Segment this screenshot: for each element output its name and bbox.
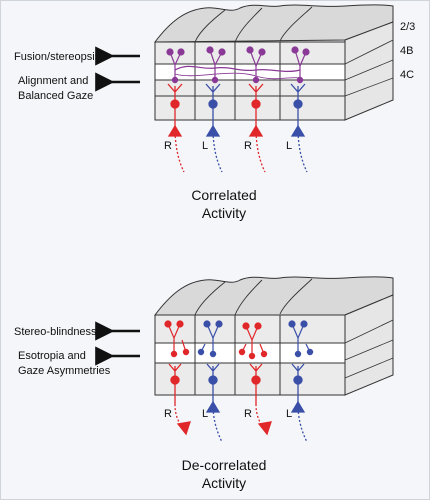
binocular-neurons	[166, 46, 310, 84]
bottom-layer-23	[154, 314, 346, 344]
outcome-balanced-gaze-label: Balanced Gaze	[18, 90, 93, 102]
outcome-fusion-label: Fusion/stereopsis	[14, 51, 101, 63]
eye-label-r: R	[244, 140, 252, 152]
monocular-neurons	[164, 320, 314, 360]
layer-label-23: 2/3	[400, 21, 415, 33]
eye-label-l: L	[202, 140, 208, 152]
caption-decorrelated: De-correlated	[182, 457, 267, 473]
outcome-esotropia-label: Esotropia and	[18, 350, 86, 362]
top-panel: 2/3 4B 4C Fusion/stereopsis Alignment an…	[14, 4, 415, 221]
layer4c-neurons	[167, 83, 306, 109]
afferent-axons	[167, 108, 308, 173]
caption-correlated: Correlated	[191, 187, 256, 203]
bottom-block-top-face	[153, 276, 394, 316]
layer-label-4c: 4C	[400, 69, 414, 81]
outcome-alignment-label: Alignment and	[18, 75, 88, 87]
top-layer-lower	[154, 95, 346, 121]
outcome-stereo-blindness-label: Stereo-blindness	[14, 326, 97, 338]
top-block-top-face	[153, 4, 394, 43]
afferent-axons	[174, 384, 308, 443]
eye-label-l: L	[202, 408, 208, 420]
eye-label-r: R	[164, 408, 172, 420]
caption-activity: Activity	[202, 475, 246, 491]
eye-label-r: R	[244, 408, 252, 420]
bottom-layer-4c	[154, 362, 346, 396]
caption-activity: Activity	[202, 205, 246, 221]
layer-label-4b: 4B	[400, 45, 413, 57]
eye-label-l: L	[286, 140, 292, 152]
eye-label-l: L	[286, 408, 292, 420]
bottom-panel: Stereo-blindness Esotropia and Gaze Asym…	[14, 276, 394, 491]
outcome-gaze-asymmetries-label: Gaze Asymmetries	[18, 365, 111, 377]
top-layer-4c	[154, 79, 346, 97]
eye-label-r: R	[164, 140, 172, 152]
